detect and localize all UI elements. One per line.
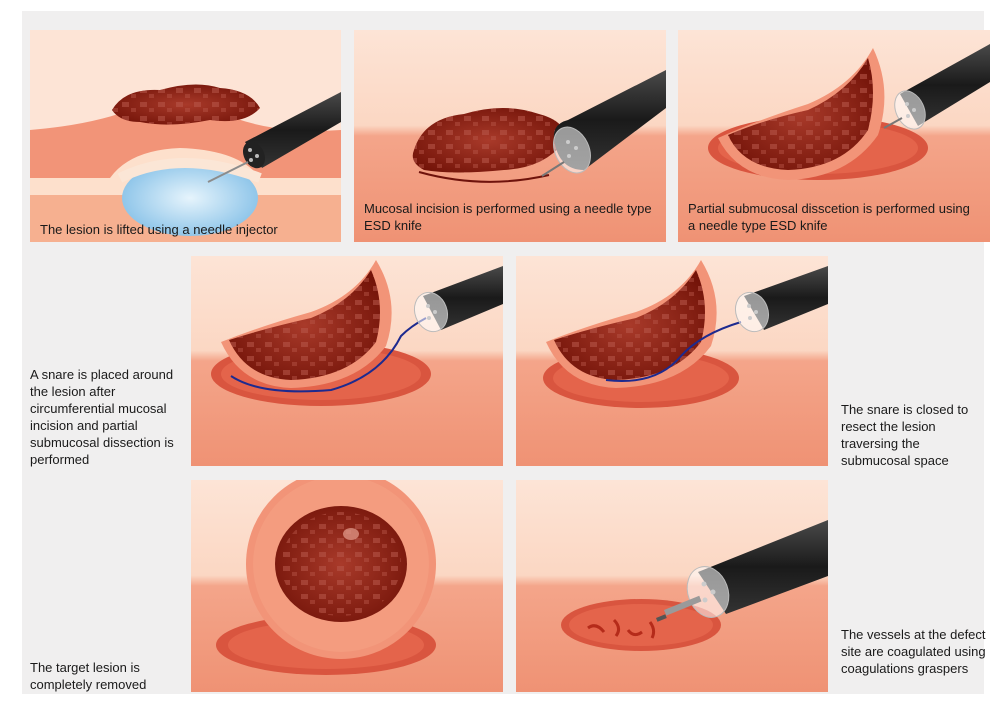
caption-step-7: The vessels at the defect site are coagu… bbox=[841, 626, 986, 677]
caption-step-3: Partial submucosal disscetion is perform… bbox=[688, 200, 978, 234]
caption-step-1: The lesion is lifted using a needle inje… bbox=[40, 221, 278, 238]
panel-mucosal-incision: Mucosal incision is performed using a ne… bbox=[354, 30, 666, 242]
caption-step-6: The target lesion is completely removed bbox=[30, 659, 185, 693]
panel-lesion-removed bbox=[191, 480, 503, 692]
panel-snare-closure bbox=[516, 256, 828, 466]
panel-submucosal-dissection: Partial submucosal disscetion is perform… bbox=[678, 30, 990, 242]
panel-snare-placement bbox=[191, 256, 503, 466]
caption-step-4: A snare is placed around the lesion afte… bbox=[30, 366, 185, 468]
panel-vessel-coagulation bbox=[516, 480, 828, 692]
caption-step-2: Mucosal incision is performed using a ne… bbox=[364, 200, 654, 234]
caption-step-5: The snare is closed to resect the lesion… bbox=[841, 401, 981, 469]
panel-lesion-lifting: The lesion is lifted using a needle inje… bbox=[30, 30, 341, 242]
